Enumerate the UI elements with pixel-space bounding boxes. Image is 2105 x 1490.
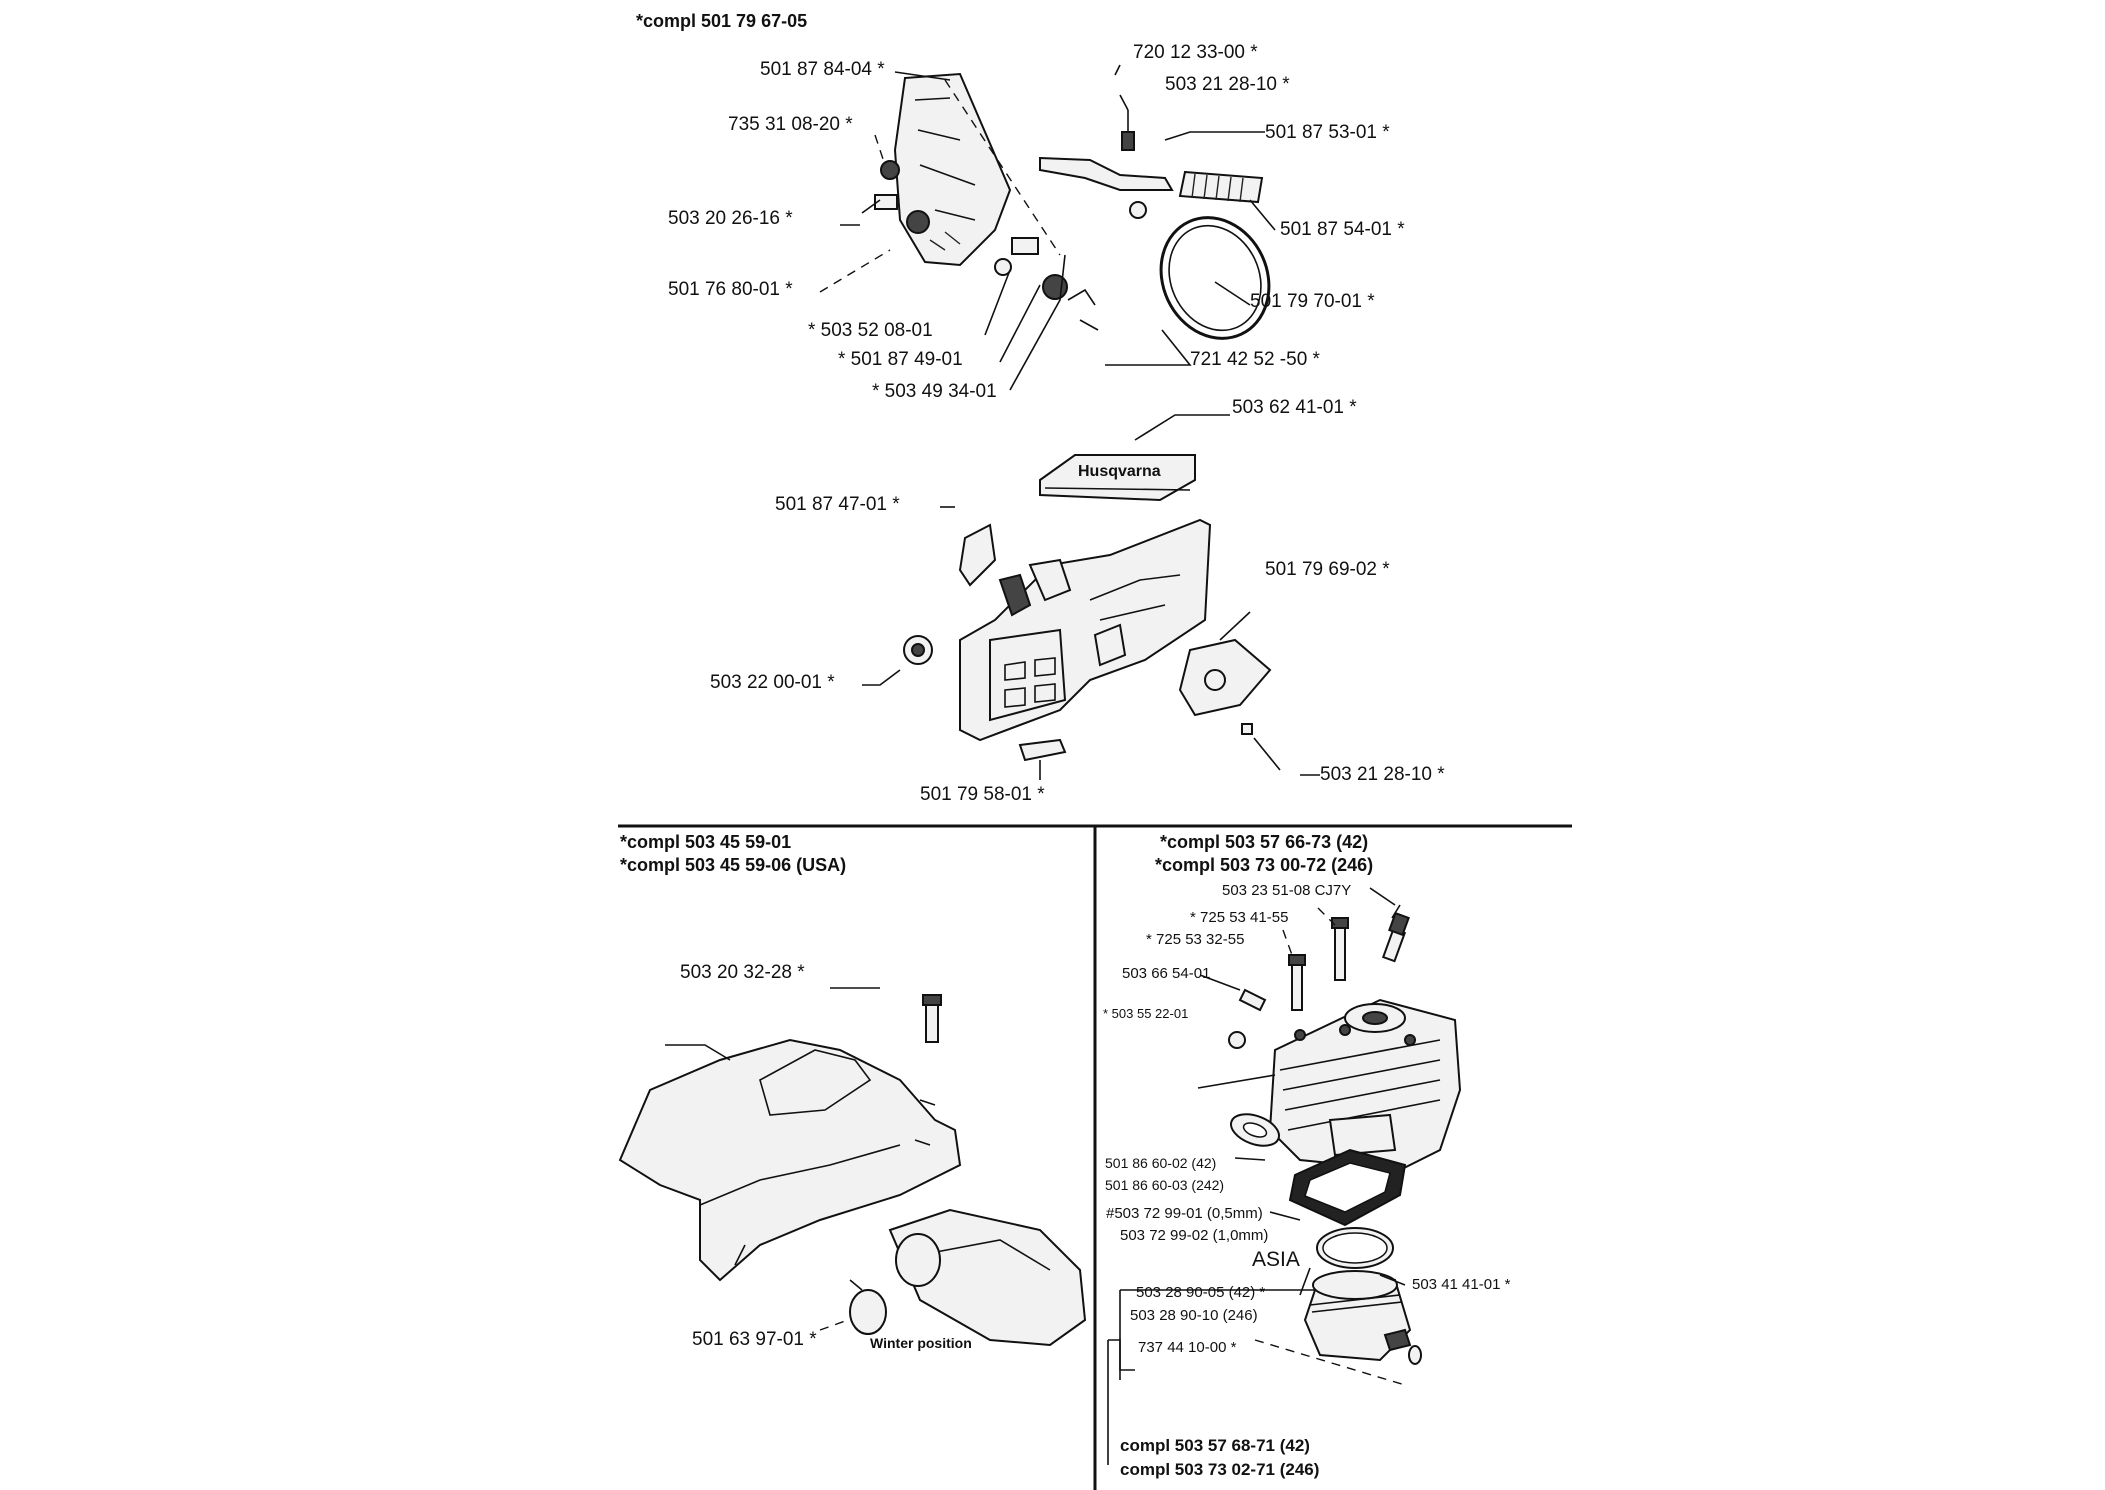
clutch-cover-part	[959, 518, 1212, 742]
bolts-part	[1228, 917, 1349, 1049]
part-label: 503 41 41-01 *	[1412, 1276, 1511, 1293]
part-label: 503 22 00-01 *	[710, 672, 835, 693]
part-label: 503 21 28-10 *	[1320, 764, 1445, 785]
part-label: 503 21 28-10 *	[1165, 74, 1290, 95]
part-label: 721 42 52 -50 *	[1190, 349, 1320, 370]
part-label: 501 87 53-01 *	[1265, 122, 1390, 143]
part-label: * 501 87 49-01	[838, 349, 963, 370]
part-label: 503 23 51-08 CJ7Y	[1222, 882, 1352, 899]
part-label: * 503 52 08-01	[808, 320, 933, 341]
cover-assembly-header-2: *compl 503 45 59-06 (USA)	[620, 855, 847, 875]
cover-small-parts	[903, 506, 1281, 780]
asia-note: ASIA	[1252, 1248, 1300, 1271]
part-label: * 503 49 34-01	[872, 381, 997, 402]
gasket-parts	[1230, 1113, 1407, 1269]
brake-handle-part	[893, 72, 1012, 267]
part-label: 503 72 99-02 (1,0mm)	[1120, 1227, 1269, 1244]
part-label: 735 31 08-20 *	[728, 114, 853, 135]
part-label: 503 28 90-05 (42) *	[1136, 1284, 1266, 1301]
cylinder-compl-footer-2: compl 503 73 02-71 (246)	[1120, 1460, 1320, 1479]
part-label: * 725 53 32-55	[1146, 931, 1245, 948]
top-assembly-header: *compl 501 79 67-05	[636, 11, 808, 31]
brake-lever-part	[1039, 110, 1174, 191]
winter-cover-part	[849, 1279, 887, 1335]
part-label: 503 20 32-28 *	[680, 962, 805, 983]
cylinder-assembly-header-1: *compl 503 57 66-73 (42)	[1160, 832, 1369, 852]
part-label: 501 79 58-01 *	[920, 784, 1045, 805]
cylinder-cover-part	[618, 994, 962, 1282]
piston-part	[1303, 1270, 1422, 1365]
spark-plug-part	[1381, 904, 1410, 963]
part-label: 501 86 60-02 (42)	[1105, 1155, 1217, 1171]
part-label: 503 28 90-10 (246)	[1130, 1307, 1258, 1324]
part-label: 501 76 80-01 *	[668, 279, 793, 300]
cylinder-assembly-header-2: *compl 503 73 00-72 (246)	[1155, 855, 1374, 875]
part-label: * 725 53 41-55	[1190, 909, 1289, 926]
small-parts-left	[874, 160, 1099, 331]
part-label: 501 79 70-01 *	[1250, 291, 1375, 312]
part-label: 503 66 54-01	[1122, 965, 1211, 982]
part-label: 501 87 84-04 *	[760, 59, 885, 80]
part-label: 501 63 97-01 *	[692, 1329, 817, 1350]
cylinder-compl-footer-1: compl 503 57 68-71 (42)	[1120, 1436, 1310, 1455]
cylinder-part	[1268, 998, 1462, 1172]
brake-band-part	[1129, 201, 1271, 340]
part-label: 503 62 41-01 *	[1232, 397, 1357, 418]
part-label: 501 86 60-03 (242)	[1105, 1177, 1225, 1193]
winter-position-note: Winter position	[870, 1335, 972, 1351]
part-label: 503 20 26-16 *	[668, 208, 793, 229]
part-label: #503 72 99-01 (0,5mm)	[1106, 1205, 1263, 1222]
part-label: 501 79 69-02 *	[1265, 559, 1390, 580]
cover-assembly-header-1: *compl 503 45 59-01	[620, 832, 792, 852]
spring-part	[1178, 170, 1264, 204]
part-label: 720 12 33-00 *	[1133, 42, 1258, 63]
part-label: 737 44 10-00 *	[1138, 1339, 1237, 1356]
part-label: 501 87 47-01 *	[775, 494, 900, 515]
part-label: 501 87 54-01 *	[1280, 219, 1405, 240]
husqvarna-logo-plate	[1039, 454, 1196, 502]
part-label: * 503 55 22-01	[1103, 1006, 1189, 1021]
husqvarna-logo: Husqvarna	[1078, 463, 1161, 480]
winter-plate-part	[888, 1208, 1087, 1347]
